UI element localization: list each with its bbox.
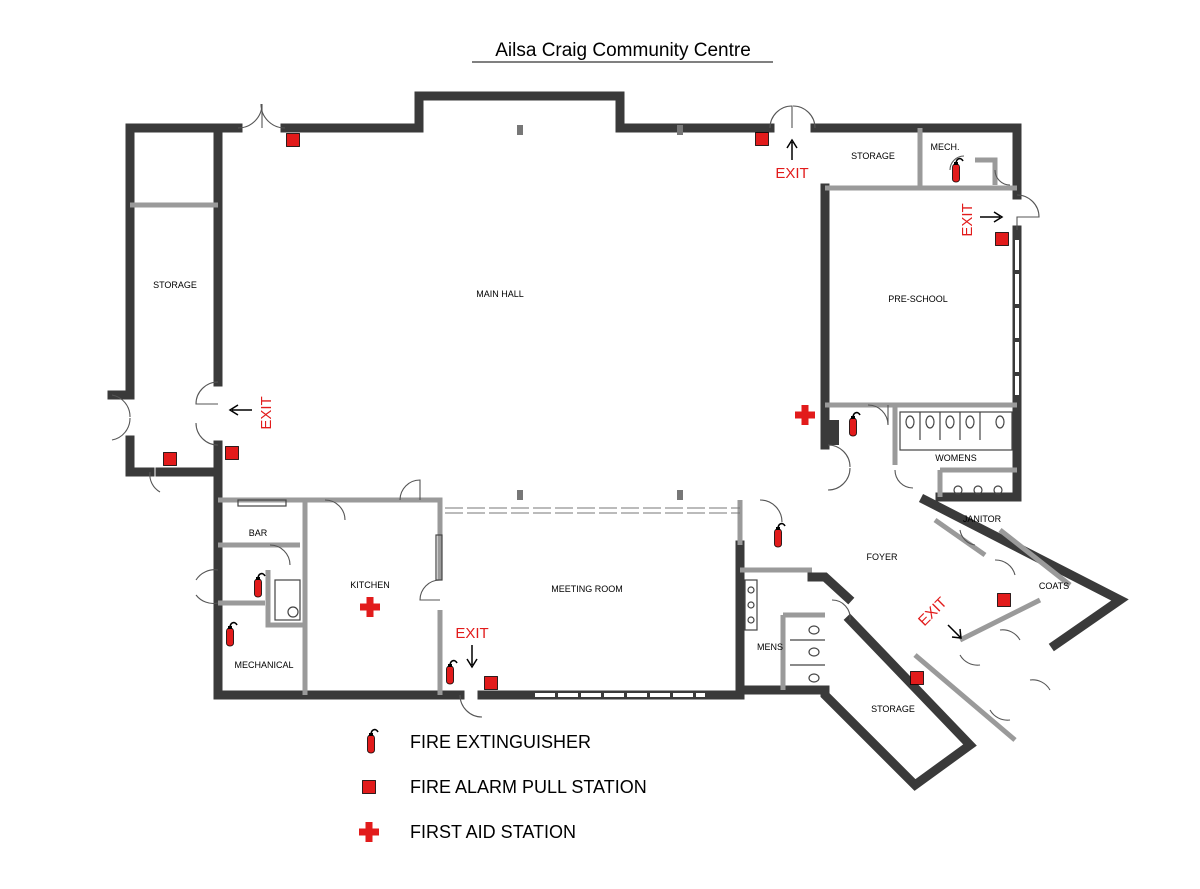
room-labels: STORAGE MAIN HALL STORAGE MECH. PRE-SCHO… xyxy=(153,142,1069,714)
room-label-foyer: FOYER xyxy=(866,552,898,562)
room-label-mens: MENS xyxy=(757,642,783,652)
room-label-bar: BAR xyxy=(249,528,268,538)
fire-alarm-pull-station-icon xyxy=(163,452,177,466)
fire-alarm-pull-station-icon xyxy=(997,593,1011,607)
first-aid-icon xyxy=(359,822,379,842)
fire-extinguisher-icon xyxy=(773,522,786,548)
room-label-kitchen: KITCHEN xyxy=(350,580,390,590)
folding-partition xyxy=(445,507,740,514)
room-label-meeting-room: MEETING ROOM xyxy=(551,584,623,594)
columns xyxy=(517,125,839,500)
exit-label-north: EXIT xyxy=(775,165,808,182)
extinguishers xyxy=(225,157,964,685)
exit-label-foyer: EXIT xyxy=(915,594,951,630)
room-label-pre-school: PRE-SCHOOL xyxy=(888,294,948,304)
fire-extinguisher-icon xyxy=(225,621,238,647)
fire-alarm-pull-station-icon xyxy=(910,671,924,685)
washroom-fixtures xyxy=(237,411,1013,683)
exit-arrow-icon xyxy=(980,211,1004,223)
first-aid-icon xyxy=(795,405,815,425)
room-label-storage-west: STORAGE xyxy=(153,280,197,290)
exterior-walls xyxy=(107,91,1129,791)
fire-alarm-pull-station-icon xyxy=(362,780,376,794)
fire-extinguisher-icon xyxy=(445,659,458,685)
pull-stations xyxy=(163,132,1011,690)
interior-walls xyxy=(130,128,1072,742)
room-label-mechanical: MECHANICAL xyxy=(234,660,293,670)
room-label-janitor: JANITOR xyxy=(963,514,1002,524)
fire-extinguisher-icon xyxy=(951,157,964,183)
exit-label-south: EXIT xyxy=(455,625,488,642)
exit-label-west: EXIT xyxy=(258,396,275,429)
room-label-main-hall: MAIN HALL xyxy=(476,289,524,299)
fire-alarm-pull-station-icon xyxy=(286,133,300,147)
exit-arrow-icon xyxy=(786,138,798,160)
doors xyxy=(111,103,1051,721)
legend-first-aid: FIRST AID STATION xyxy=(410,822,576,842)
exit-arrow-icon xyxy=(466,645,478,669)
page-title: Ailsa Craig Community Centre xyxy=(495,40,751,61)
room-label-coats: COATS xyxy=(1039,581,1069,591)
fire-alarm-pull-station-icon xyxy=(995,232,1009,246)
exit-arrow-icon xyxy=(228,404,252,416)
fire-extinguisher-icon xyxy=(848,411,861,437)
room-label-storage-ne: STORAGE xyxy=(851,151,895,161)
first-aid-icon xyxy=(360,597,380,617)
room-label-mech: MECH. xyxy=(931,142,960,152)
legend-pull-station: FIRE ALARM PULL STATION xyxy=(410,777,647,797)
legend: FIRE EXTINGUISHER FIRE ALARM PULL STATIO… xyxy=(359,728,647,842)
fire-extinguisher-icon xyxy=(366,728,379,754)
fire-alarm-pull-station-icon xyxy=(484,676,498,690)
room-label-womens: WOMENS xyxy=(935,453,977,463)
fire-alarm-pull-station-icon xyxy=(225,446,239,460)
room-label-storage-se: STORAGE xyxy=(871,704,915,714)
fire-extinguisher-icon xyxy=(253,572,266,598)
exit-label-east: EXIT xyxy=(959,203,976,236)
fire-alarm-pull-station-icon xyxy=(755,132,769,146)
exit-arrow-icon xyxy=(947,624,962,639)
legend-fire-extinguisher: FIRE EXTINGUISHER xyxy=(410,732,591,752)
